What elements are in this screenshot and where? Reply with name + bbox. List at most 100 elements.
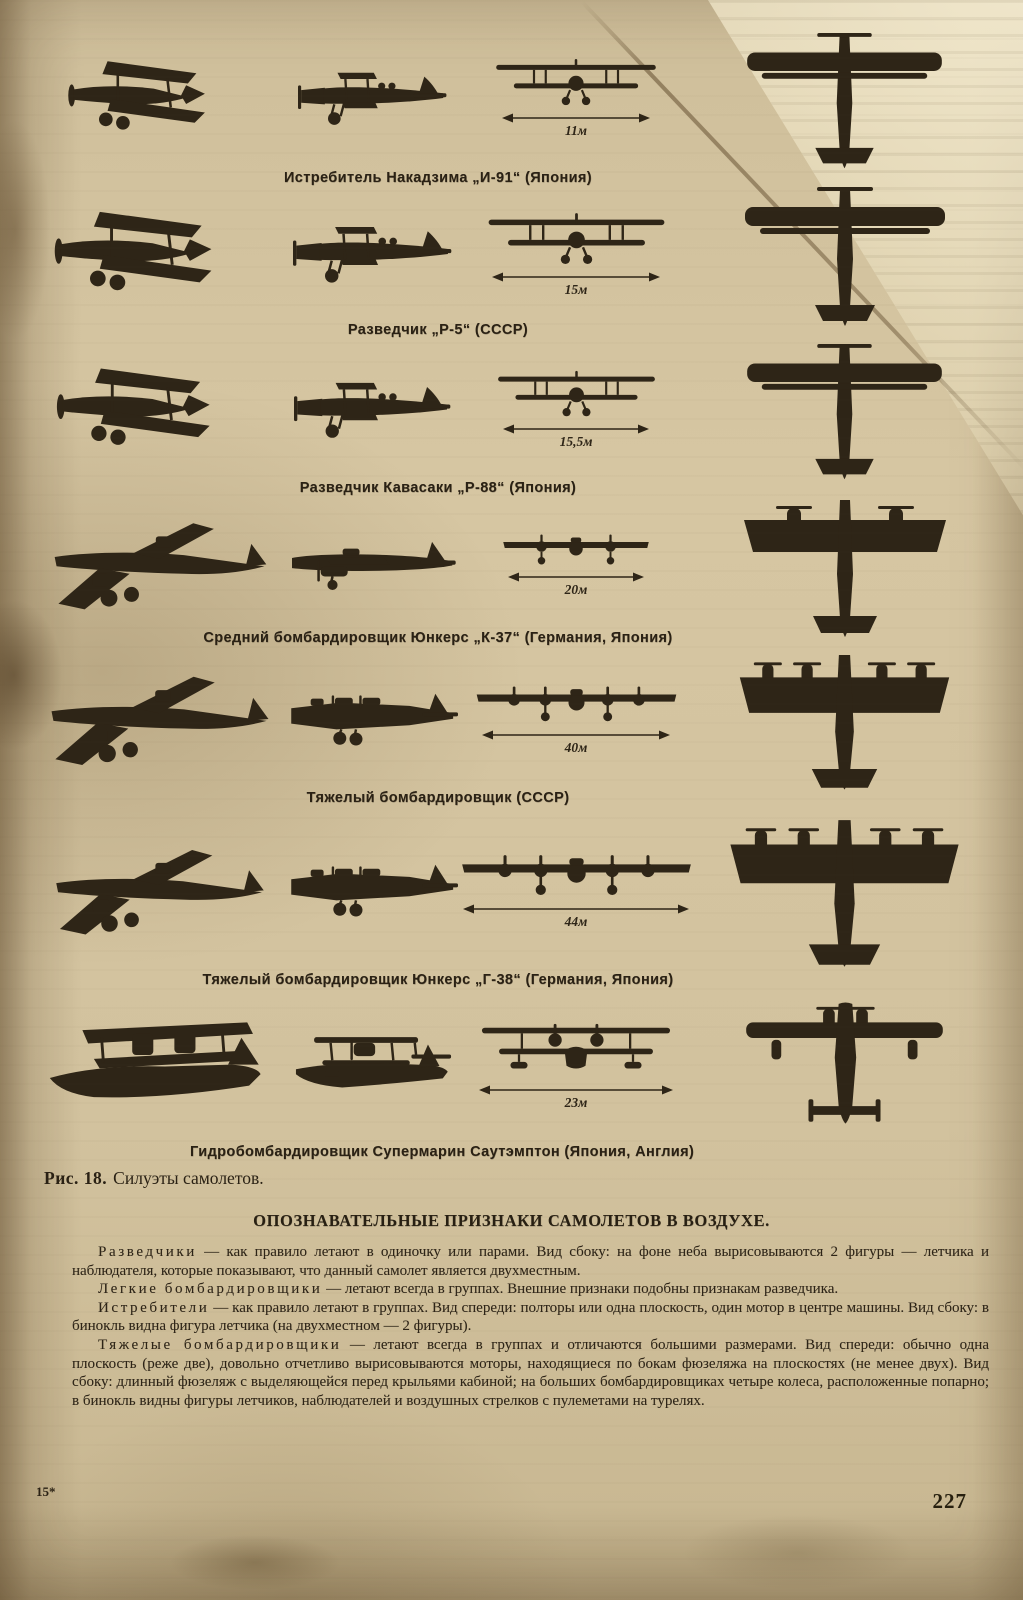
aircraft-caption: Гидробомбардировщик Супермарин Саутэмпто… — [190, 1144, 695, 1160]
southampton-side-view-illustration — [291, 1033, 456, 1099]
perspective-view — [40, 839, 280, 940]
heavy-ussr-front-view-illustration — [474, 681, 679, 724]
perspective-view — [40, 512, 280, 615]
dimension-arrow — [482, 730, 670, 740]
paragraph-text: — как правило летают в одиночку или пара… — [72, 1244, 989, 1279]
side-view-silhouette — [288, 377, 458, 442]
side-view-silhouette — [288, 221, 458, 287]
g38-perspective-illustration — [45, 839, 275, 940]
southampton-perspective-illustration — [40, 1009, 280, 1124]
wingspan-label: 44м — [564, 914, 588, 930]
aircraft-caption: Разведчик Кавасаки „Р-88“ (Япония) — [299, 480, 577, 496]
body-paragraph: Тяжелые бомбардировщики — летают всегда … — [72, 1336, 989, 1410]
front-view-silhouette: 11м — [466, 58, 686, 138]
front-view-silhouette: 15м — [466, 212, 686, 297]
side-view-silhouette — [288, 1033, 458, 1099]
wingspan-label: 11м — [564, 123, 587, 139]
southampton-front-view-illustration — [476, 1022, 676, 1079]
r5-side-view-illustration — [293, 221, 453, 287]
wingspan-label: 20м — [564, 581, 588, 597]
aircraft-row-heavy-ussr: 40м Тяжелый бомбардировщик (СССР) — [40, 646, 995, 806]
wingspan-label: 23м — [564, 1095, 588, 1111]
figure-caption: Рис. 18.Силуэты самолетов. — [44, 1168, 1023, 1189]
paragraph-text: — как правило летают в группах. Вид спер… — [72, 1299, 989, 1335]
side-view-silhouette — [288, 67, 458, 129]
front-view-silhouette: 15,5м — [466, 370, 686, 449]
wingspan-dimension: 15м — [491, 271, 661, 297]
dimension-arrow — [463, 904, 689, 914]
printer-signature: 15* — [36, 1484, 56, 1499]
k37-top-view-illustration — [740, 496, 950, 646]
paper-stain — [683, 1515, 913, 1590]
wingspan-label: 15м — [564, 281, 588, 297]
aircraft-row-k37: 20м Средний бомбардировщик Юнкерс „К-37“… — [40, 496, 995, 646]
front-view-silhouette: 44м — [466, 849, 686, 929]
paper-stain — [170, 1535, 340, 1590]
aircraft-caption: Разведчик „Р-5“ (СССР) — [347, 322, 529, 338]
paragraph-lead: Легкие бомбардировщики — [98, 1281, 323, 1298]
top-view-silhouette — [694, 344, 995, 490]
heavy-ussr-perspective-illustration — [40, 665, 280, 771]
aircraft-row-g38: 44м Тяжелый бомбардировщик Юнкерс „Г-38“… — [40, 806, 995, 988]
front-view-silhouette: 23м — [466, 1022, 686, 1110]
side-view-silhouette — [288, 858, 458, 920]
top-view-silhouette — [694, 496, 995, 646]
perspective-view — [40, 1009, 280, 1124]
r5-perspective-illustration — [43, 200, 278, 308]
dimension-arrow — [479, 1085, 673, 1095]
k37-perspective-illustration — [43, 512, 278, 615]
aircraft-row-southampton: 23м Гидробомбардировщик Супермарин Саутэ… — [40, 988, 995, 1160]
wingspan-dimension: 40м — [481, 729, 671, 755]
silhouette-figure: 11м Истребитель Накадзима „И-91“ (Япония… — [0, 0, 1023, 1160]
perspective-view — [40, 357, 280, 462]
r88-side-view-illustration — [294, 377, 452, 442]
wingspan-dimension: 44м — [462, 903, 690, 929]
top-view-silhouette — [694, 1001, 995, 1147]
paragraph-lead: Тяжелые бомбардировщики — [98, 1336, 342, 1353]
r88-perspective-illustration — [45, 357, 275, 462]
r5-top-view-illustration — [740, 187, 950, 337]
body-paragraph: Легкие бомбардировщики — летают всегда в… — [72, 1280, 989, 1299]
aircraft-row-i91: 11м Истребитель Накадзима „И-91“ (Япония… — [40, 26, 995, 186]
top-view-silhouette — [694, 816, 995, 979]
i91-side-view-illustration — [298, 67, 448, 129]
southampton-top-view-illustration — [742, 1001, 947, 1147]
aircraft-row-r5: 15м Разведчик „Р-5“ (СССР) — [40, 186, 995, 338]
k37-front-view-illustration — [501, 530, 651, 566]
r88-front-view-illustration — [494, 370, 659, 418]
i91-front-view-illustration — [492, 58, 660, 107]
aircraft-caption: Тяжелый бомбардировщик Юнкерс „Г-38“ (Ге… — [202, 972, 674, 988]
g38-side-view-illustration — [288, 858, 458, 920]
k37-side-view-illustration — [288, 536, 458, 590]
paragraph-lead: Истребители — [98, 1299, 210, 1316]
paragraph-text: — летают всегда в группах. Внешние призн… — [322, 1281, 839, 1298]
body-paragraph: Разведчики — как правило летают в одиноч… — [72, 1243, 989, 1280]
dimension-arrow — [508, 572, 644, 582]
side-view-silhouette — [288, 536, 458, 590]
body-text: Разведчики — как правило летают в одиноч… — [72, 1243, 989, 1410]
wingspan-dimension: 23м — [478, 1084, 674, 1110]
g38-front-view-illustration — [459, 849, 694, 898]
wingspan-label: 40м — [564, 740, 588, 756]
r88-top-view-illustration — [742, 344, 947, 490]
aircraft-caption: Средний бомбардировщик Юнкерс „К-37“ (Ге… — [203, 630, 673, 646]
heavy-ussr-top-view-illustration — [737, 651, 952, 801]
wingspan-dimension: 15,5м — [502, 423, 650, 449]
i91-top-view-illustration — [742, 33, 947, 179]
wingspan-dimension: 11м — [501, 112, 651, 138]
wingspan-label: 15,5м — [559, 433, 593, 449]
side-view-silhouette — [288, 688, 458, 748]
paragraph-lead: Разведчики — [98, 1244, 197, 1260]
top-view-silhouette — [694, 651, 995, 801]
body-paragraph: Истребители — как правило летают в групп… — [72, 1299, 989, 1336]
aircraft-caption: Тяжелый бомбардировщик (СССР) — [306, 790, 570, 806]
wingspan-dimension: 20м — [507, 571, 645, 597]
aircraft-row-r88: 15,5м Разведчик Кавасаки „Р-88“ (Япония) — [40, 338, 995, 496]
paragraph-text: — летают всегда в группах и отличаются б… — [72, 1336, 989, 1409]
figure-caption-label: Рис. 18. — [44, 1168, 108, 1188]
front-view-silhouette: 40м — [466, 681, 686, 755]
heavy-ussr-side-view-illustration — [288, 688, 458, 748]
figure-caption-text: Силуэты самолетов. — [113, 1168, 264, 1188]
top-view-silhouette — [694, 187, 995, 337]
